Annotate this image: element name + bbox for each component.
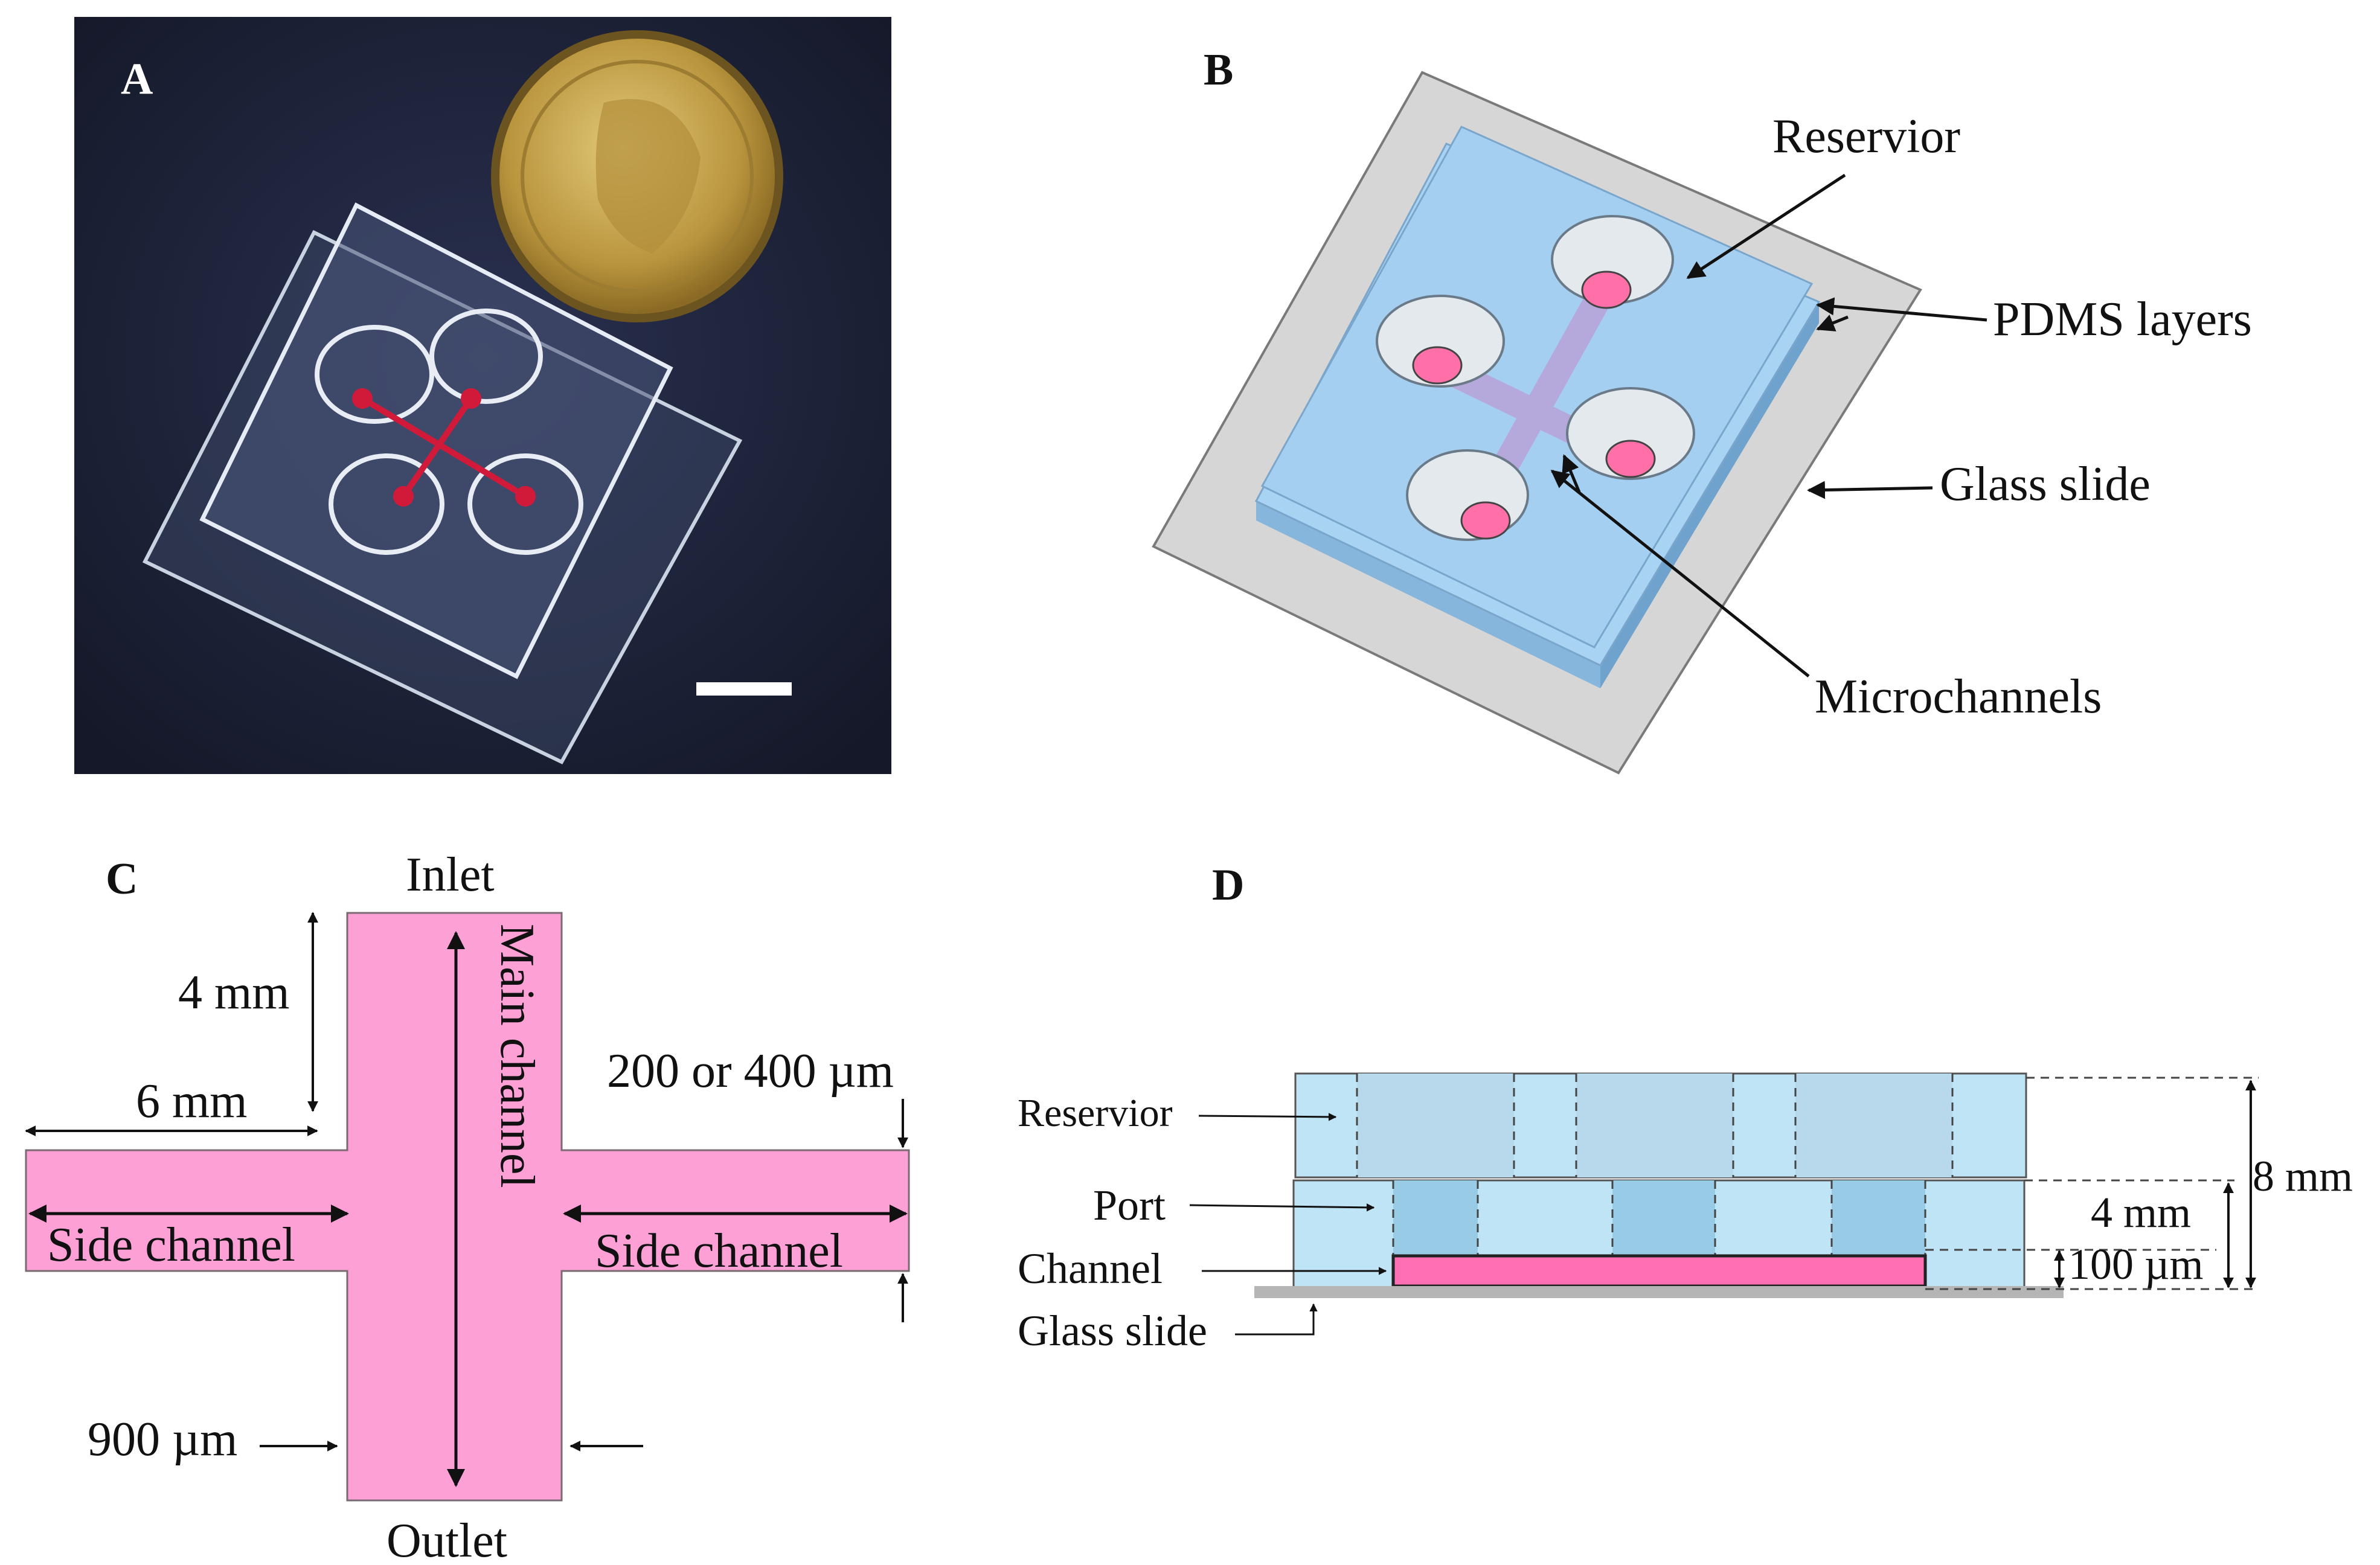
label-dim-200-400: 200 or 400 µm [607,1045,894,1098]
label-inlet: Inlet [406,848,495,901]
panel-d: D [1018,860,2353,1355]
label-channel: Channel [1018,1244,1163,1293]
label-dim-900: 900 µm [88,1413,237,1466]
label-reservior-b: Reservior [1772,110,1960,163]
pointer-port [1189,1203,1375,1212]
panel-a-letter: A [121,54,153,104]
pointer-microchannels-1 [1550,470,1810,677]
reservoirs-photo [315,309,583,555]
pointer-pdms-layer-1 [1816,297,1987,322]
pointer-glass-slide-b [1807,481,1933,499]
pdms-side-right [1600,302,1819,688]
label-port: Port [1093,1181,1166,1229]
label-dim-4mm-c: 4 mm [178,966,289,1019]
panel-b-letter: B [1204,45,1233,95]
panel-c: C Inlet Outlet Main channel Side channel… [25,848,910,1565]
label-dim-100um: 100 µm [2068,1240,2204,1288]
port-2 [1612,1180,1715,1257]
label-glass-slide-b: Glass slide [1940,458,2151,511]
label-pdms-layers: PDMS layers [1993,293,2252,346]
glass-slide-section [1254,1286,2064,1298]
label-dim-8mm: 8 mm [2253,1152,2353,1200]
pointer-pdms-layer-2 [1816,315,1849,331]
port-3 [1832,1180,1925,1257]
label-side-channel-left: Side channel [47,1218,295,1272]
label-side-channel-right: Side channel [595,1224,843,1278]
pointer-reservior-d [1198,1113,1337,1121]
channel-section [1391,1254,1927,1288]
label-dim-6mm: 6 mm [136,1075,247,1128]
scale-bar [696,682,792,696]
label-dim-4mm-d: 4 mm [2091,1188,2191,1237]
label-reservior-d: Reservior [1018,1091,1173,1135]
panel-c-letter: C [106,854,138,904]
panel-b: B Reservior PDMS layers [1152,45,2252,775]
pointer-reservior-b [1686,173,1846,280]
coin-image [491,30,783,322]
panel-a: A [74,17,891,774]
pdms-side-left [1256,501,1600,688]
pointer-glass-slide-d [1235,1303,1318,1336]
red-channels-photo [352,388,536,507]
label-glass-slide-d: Glass slide [1018,1307,1207,1355]
channel-cross-shape [25,912,910,1502]
pointer-microchannels-2 [1562,454,1581,493]
label-microchannels: Microchannels [1815,670,2102,723]
label-outlet: Outlet [387,1514,507,1565]
panel-d-letter: D [1212,860,1244,910]
label-main-channel: Main channel [490,924,544,1188]
port-1 [1393,1180,1478,1257]
reservoirs-3d [1376,215,1695,541]
